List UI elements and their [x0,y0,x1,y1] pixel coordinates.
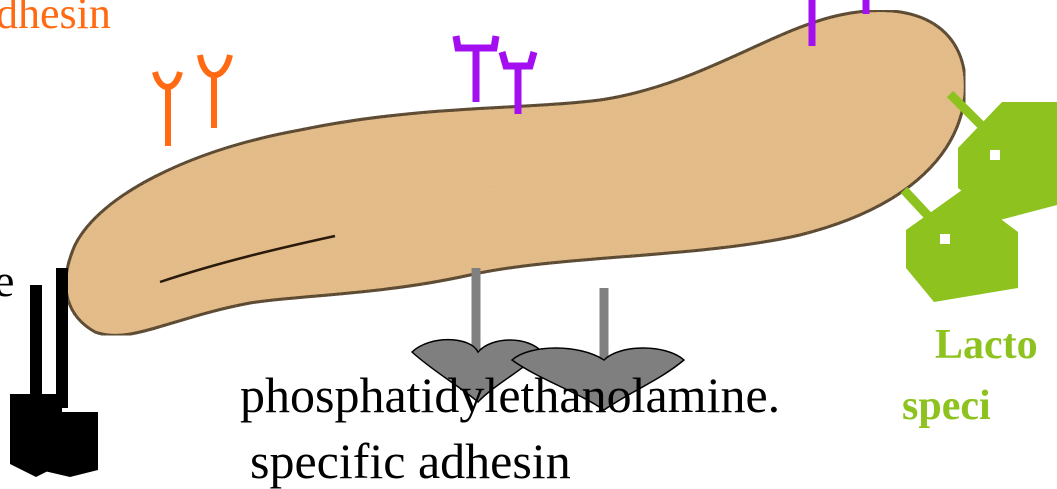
left-label-fragment: e [0,258,14,304]
orange-adhesin-group [155,55,230,146]
phosphatidylethanolamine-label: phosphatidylethanolamine. [240,370,780,420]
specific-adhesin-label: specific adhesin [250,436,571,486]
lacto-label: Lacto [935,324,1038,366]
green-sugar-window-1 [990,150,1000,160]
purple-adhesin-1 [456,36,496,102]
speci-label: speci [902,385,991,427]
orange-adhesin-2 [200,55,230,128]
green-sugar-window-2 [940,234,950,244]
black-arrow-head-2 [40,412,98,477]
black-arrow-shaft-2 [56,268,68,408]
orange-adhesin-1 [155,72,180,146]
adhesin-label-top: dhesin [0,0,111,36]
